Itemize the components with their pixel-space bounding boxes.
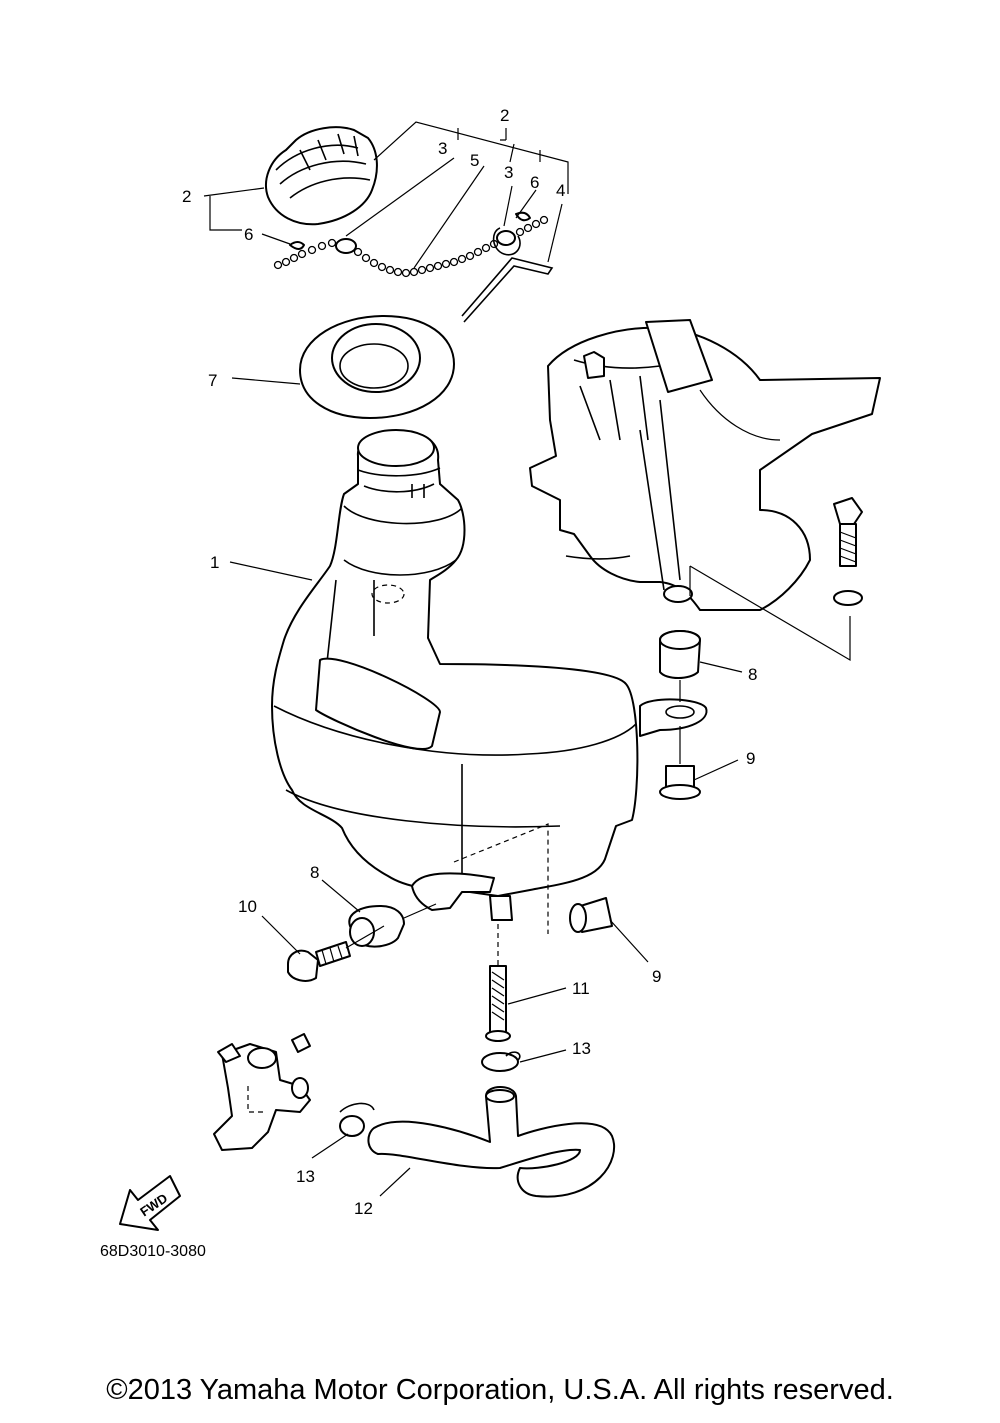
callout-7: 7 (208, 371, 217, 390)
hose-clip-upper (481, 1051, 521, 1072)
fuel-cock (213, 1033, 311, 1151)
hose-clip-lower (339, 1102, 375, 1137)
grommet-lower (348, 905, 405, 948)
callout-8-upper: 8 (748, 665, 757, 684)
callout-11: 11 (572, 979, 590, 998)
callout-6-right: 6 (530, 173, 539, 192)
fuel-filter (485, 965, 511, 1042)
grommet-upper (659, 630, 701, 679)
callout-4: 4 (556, 181, 565, 200)
callout-1: 1 (210, 553, 219, 572)
callout-13-lower: 13 (296, 1167, 315, 1186)
copyright-notice: ©2013 Yamaha Motor Corporation, U.S.A. A… (106, 1374, 894, 1406)
tank-bolt (287, 941, 351, 982)
callout-2-top: 2 (500, 106, 509, 125)
gasket (299, 315, 455, 419)
callout-2-left: 2 (182, 187, 191, 206)
chain-clip (289, 211, 531, 250)
callout-3-right: 3 (504, 163, 513, 182)
callout-5: 5 (470, 151, 479, 170)
chain-pin (461, 227, 554, 323)
collar-upper (659, 765, 701, 800)
callout-6-left: 6 (244, 225, 253, 244)
callout-9-upper: 9 (746, 749, 755, 768)
diagram-code: 68D3010-3080 (100, 1243, 206, 1260)
callout-8-lower: 8 (310, 863, 319, 882)
callout-10: 10 (238, 897, 257, 916)
chain-ring (335, 230, 516, 254)
callout-3-left: 3 (438, 139, 447, 158)
collar-lower (569, 897, 613, 933)
engine-bracket (529, 319, 881, 611)
callout-13-upper: 13 (572, 1039, 591, 1058)
tank-bracket-tab (639, 698, 708, 737)
callout-12: 12 (354, 1199, 373, 1218)
leader-lines (203, 121, 743, 1197)
fuel-hose (367, 1086, 616, 1198)
mount-washer (833, 590, 863, 606)
callout-9-lower: 9 (652, 967, 661, 986)
bead-chain (273, 215, 549, 278)
fuel-tank (271, 429, 639, 934)
fwd-arrow: FWD (119, 1175, 181, 1231)
fuel-cap (265, 126, 378, 226)
mount-bolt (833, 497, 863, 567)
